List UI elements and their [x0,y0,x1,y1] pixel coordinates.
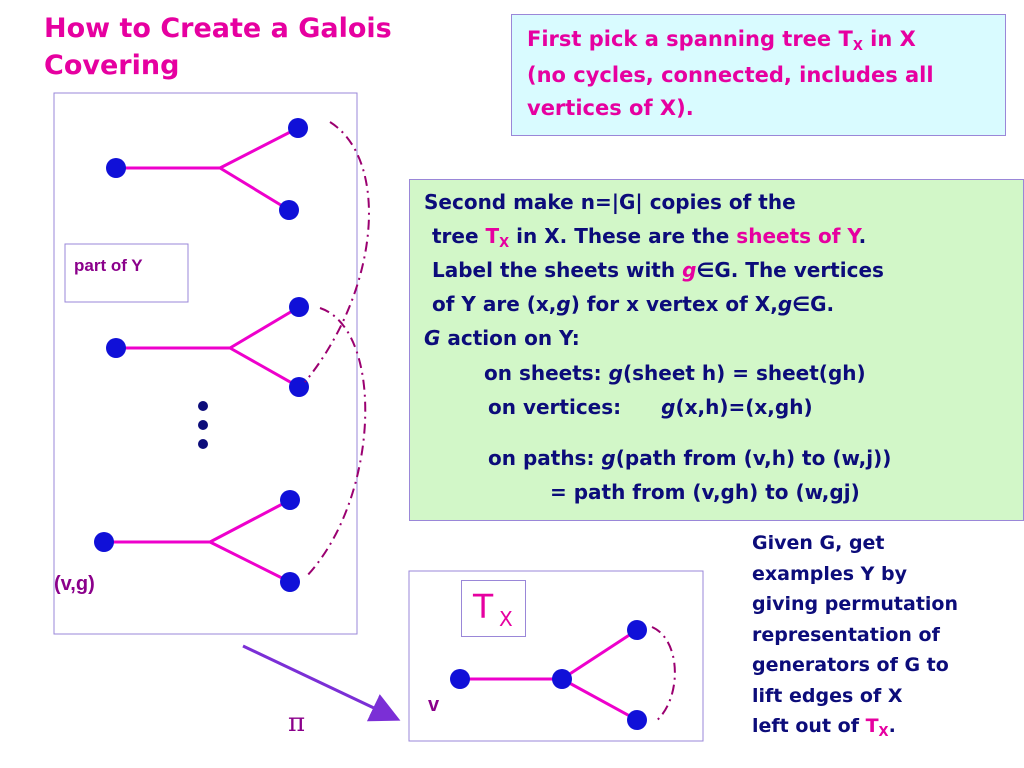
note-line-1: Given G, get [752,532,885,554]
vertex [280,572,300,592]
part-of-y-box [64,243,189,303]
step1-line-2: (no cycles, connected, includes all [527,63,934,87]
action-on-paths: on paths: g(path from (v,h) to (w,j)) [488,446,892,470]
tx-label-sub: X [499,607,513,631]
vertex [627,620,647,640]
step1-line-3: vertices of X). [527,96,694,120]
step2-line-2: tree TX in X. These are the sheets of Y. [432,224,867,251]
vertex-v-label: v [428,694,440,716]
vertex [106,158,126,178]
action-on-sheets: on sheets: g(sheet h) = sheet(gh) [484,361,866,385]
base-graph [450,620,676,730]
left-out-edge [651,626,676,723]
step1-line-1: First pick a spanning tree TX in X [527,27,916,54]
title-line-1: How to Create a Galois [44,13,392,44]
step2-line-4: of Y are (x,g) for x vertex of X,g∈G. [432,292,835,316]
action-on-vertices: on vertices:g(x,h)=(x,gh) [488,395,813,419]
lifted-edge-1 [304,121,370,383]
lifted-edge-2 [304,307,367,579]
vertex [94,532,114,552]
base-x-frame [408,570,704,742]
title-line-2: Covering [44,50,180,81]
vertex-vg-label: (v,g) [54,573,95,595]
step2-line-5: G action on Y: [424,326,580,350]
sheet-2 [106,297,309,397]
note-line-4: representation of [752,623,940,646]
ellipsis-dots [198,401,208,449]
spanning-tree-label-box: T X [461,580,526,637]
tx-label-T: T [473,587,494,626]
sheet-1 [106,118,308,220]
vertex [106,338,126,358]
vertex-v [450,669,470,689]
note-line-7: left out of TX. [752,715,896,740]
step2-line-1: Second make n=|G| copies of the [424,190,796,214]
vertex [289,297,309,317]
step1-box: First pick a spanning tree TX in X (no c… [511,14,1006,136]
action-on-paths-line-2: = path from (v,gh) to (w,gj) [550,480,860,504]
cover-y-frame [53,92,358,635]
note-line-6: lift edges of X [752,684,903,707]
vertex [289,377,309,397]
note-line-3: giving permutation [752,593,959,615]
step2-line-3: Label the sheets with g∈G. The vertices [432,258,884,282]
pi-label: π [288,708,306,738]
note-text: Given G, get examples Y by giving permut… [752,528,1012,745]
note-line-2: examples Y by [752,562,908,585]
page-title: How to Create a Galois Covering [44,10,464,84]
step2-box: Second make n=|G| copies of the tree TX … [409,179,1024,521]
vertex [288,118,308,138]
note-line-5: generators of G to [752,654,949,676]
part-of-y-label: part of Y [74,256,143,275]
sheet-3 [94,490,300,592]
vertex [279,200,299,220]
vertex [627,710,647,730]
vertex [552,669,572,689]
step1-text: First pick a spanning tree TX in X (no c… [527,23,997,125]
projection-arrow [242,644,401,722]
vertex [280,490,300,510]
